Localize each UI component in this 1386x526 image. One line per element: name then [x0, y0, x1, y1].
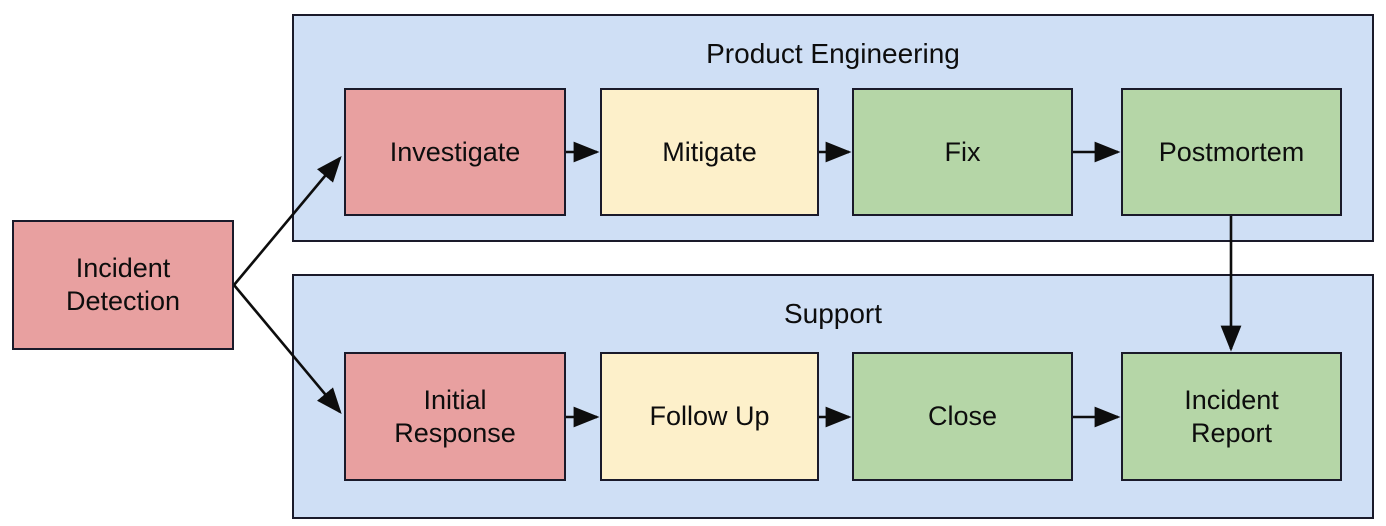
- node-postmortem[interactable]: Postmortem: [1121, 88, 1342, 216]
- swimlane-title-support: Support: [783, 298, 883, 329]
- node-incident-report-line2: Report: [1190, 417, 1273, 448]
- node-incident-report[interactable]: Incident Report: [1121, 352, 1342, 481]
- node-investigate[interactable]: Investigate: [344, 88, 566, 216]
- node-postmortem-label: Postmortem: [1158, 136, 1305, 167]
- node-incident-detection[interactable]: Incident Detection: [12, 220, 234, 350]
- node-initial-response-line2: Response: [394, 417, 516, 448]
- swimlane-title-product-engineering: Product Engineering: [706, 38, 960, 69]
- node-investigate-label: Investigate: [389, 136, 521, 167]
- node-close-label: Close: [927, 401, 998, 432]
- node-fix[interactable]: Fix: [852, 88, 1073, 216]
- node-follow-up[interactable]: Follow Up: [600, 352, 819, 481]
- node-incident-detection-line1: Incident: [75, 253, 171, 284]
- node-fix-label: Fix: [944, 136, 981, 167]
- node-close[interactable]: Close: [852, 352, 1073, 481]
- node-initial-response[interactable]: Initial Response: [344, 352, 566, 481]
- node-incident-report-line1: Incident: [1184, 384, 1279, 415]
- node-mitigate[interactable]: Mitigate: [600, 88, 819, 216]
- node-follow-up-label: Follow Up: [649, 401, 770, 432]
- node-initial-response-line1: Initial: [423, 384, 487, 415]
- node-mitigate-label: Mitigate: [662, 136, 757, 167]
- node-incident-detection-line2: Detection: [65, 286, 181, 316]
